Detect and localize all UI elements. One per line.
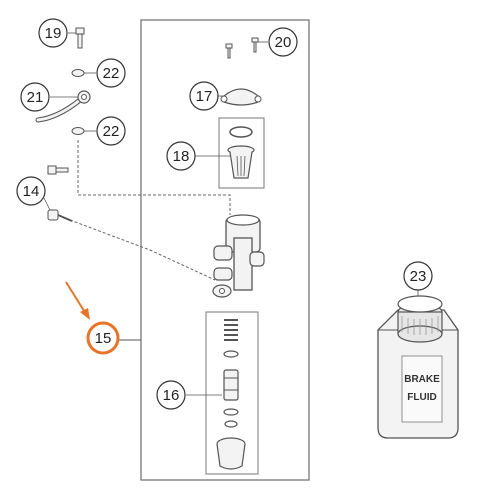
callout-18-number: 18	[173, 148, 190, 165]
callout-21-number: 21	[27, 89, 44, 106]
callout-16: 16	[156, 380, 186, 410]
filter-subbox	[218, 117, 265, 189]
small-screw	[47, 165, 69, 175]
callout-15-highlighted: 15	[86, 321, 120, 355]
callout-20: 20	[268, 27, 298, 57]
callout-14: 14	[16, 176, 46, 206]
callout-23: 23	[403, 261, 433, 291]
piston-kit-part-16	[216, 319, 246, 470]
callout-17: 17	[189, 81, 219, 111]
callout-20-number: 20	[275, 34, 292, 51]
callout-22-upper-number: 22	[103, 65, 120, 82]
callout-19-number: 19	[45, 25, 62, 42]
callout-19: 19	[38, 18, 68, 48]
hose-route-dashed	[77, 140, 231, 215]
screws-part-20	[225, 37, 259, 59]
washer-part-22-lower	[71, 127, 85, 135]
callout-17-number: 17	[196, 88, 213, 105]
callout-16-number: 16	[163, 387, 180, 404]
piston-kit-subbox	[205, 311, 259, 475]
callout-18: 18	[166, 141, 196, 171]
callout-14-number: 14	[23, 183, 40, 200]
filter-part-18	[227, 126, 255, 179]
leader-14	[43, 197, 51, 211]
callout-22-upper: 22	[96, 58, 126, 88]
brake-fluid-label-line1: BRAKE	[404, 374, 440, 385]
reservoir-cap-part-17	[220, 88, 262, 106]
callout-22-lower: 22	[96, 116, 126, 146]
callout-15-number: 15	[95, 330, 112, 347]
callout-22-lower-number: 22	[103, 123, 120, 140]
callout-21: 21	[20, 82, 50, 112]
master-cylinder-part-15	[212, 214, 265, 298]
callout-23-number: 23	[410, 268, 427, 285]
brake-fluid-label-line2: FLUID	[407, 392, 436, 403]
bolt-part-19	[75, 27, 85, 49]
brake-fluid-bottle-part-23: BRAKE FLUID	[377, 295, 459, 439]
washer-part-22-upper	[71, 69, 85, 77]
screw-route-dashed	[69, 219, 216, 281]
highlight-arrow	[65, 281, 90, 320]
brake-hose-part-21	[35, 90, 91, 123]
assembly-frame	[140, 19, 310, 481]
pushrod-part-14	[47, 209, 73, 222]
